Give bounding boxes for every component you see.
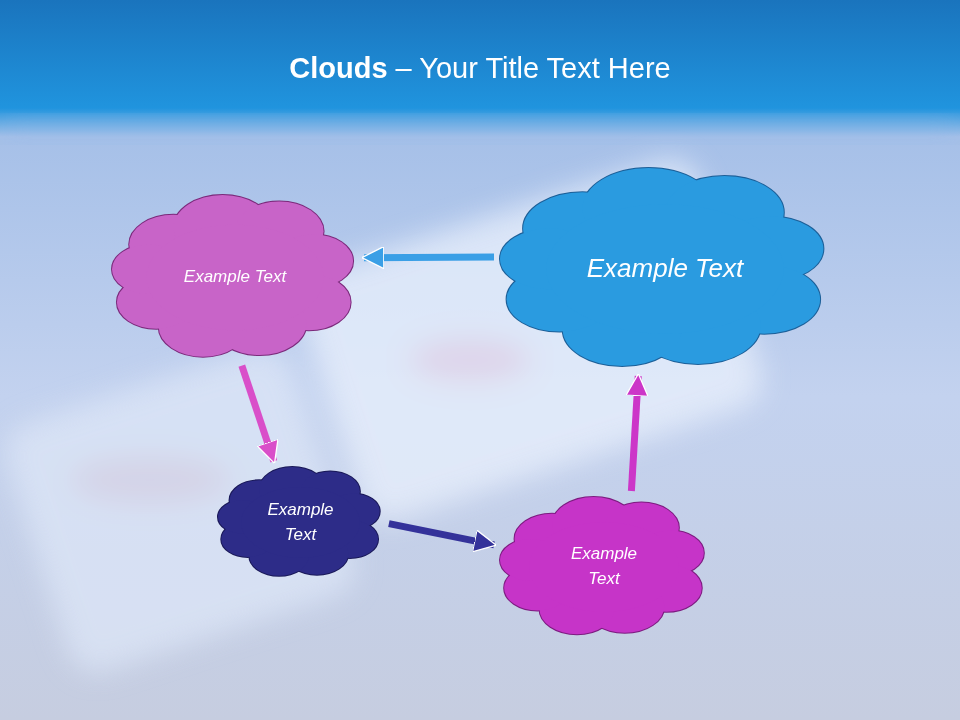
- cloud-label: Example Text: [256, 498, 346, 547]
- title-strong: Clouds: [289, 52, 387, 84]
- cloud-label: Example Text: [587, 250, 744, 288]
- flow-arrow: [631, 376, 638, 491]
- cloud-content: Example Text: [500, 168, 830, 370]
- flow-arrow: [389, 524, 494, 545]
- cloud-node: Example Text: [112, 195, 358, 360]
- cloud-content: Example Text: [112, 195, 358, 360]
- cloud-shape: [500, 497, 708, 637]
- cloud-node: Example Text: [218, 467, 383, 578]
- slide-title: Clouds – Your Title Text Here: [0, 52, 960, 85]
- flow-arrow: [242, 366, 274, 462]
- cloud-shape: [218, 467, 383, 578]
- cloud-node: Example Text: [500, 168, 830, 370]
- cloud-node: Example Text: [500, 497, 708, 637]
- cloud-label: Example Text: [559, 542, 649, 591]
- cloud-content: Example Text: [218, 467, 383, 578]
- cloud-label: Example Text: [184, 265, 286, 290]
- cloud-content: Example Text: [500, 497, 708, 637]
- title-rest: – Your Title Text Here: [388, 52, 671, 84]
- flow-arrow: [364, 253, 494, 261]
